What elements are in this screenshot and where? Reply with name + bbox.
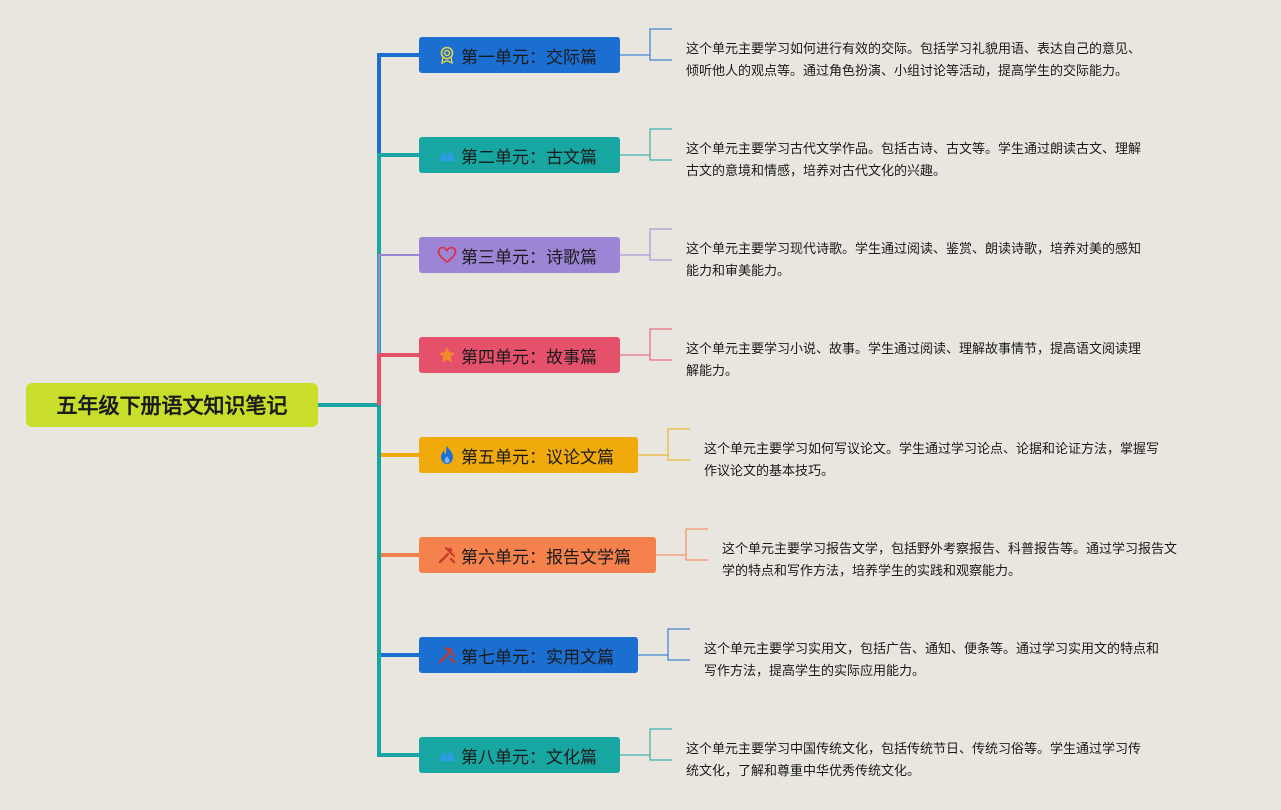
description-line: 写作方法，提高学生的实际应用能力。 <box>704 664 926 679</box>
unit-description: 这个单元主要学习中国传统文化，包括传统节日、传统习俗等。学生通过学习传统文化，了… <box>686 739 1186 783</box>
unit-node-3[interactable]: 第三单元：诗歌篇 <box>419 237 620 273</box>
unit-label: 第四单元：故事篇 <box>461 347 597 368</box>
root-title: 五年级下册语文知识笔记 <box>56 394 288 418</box>
unit-node-6[interactable]: 第六单元：报告文学篇 <box>419 537 656 573</box>
tools-icon <box>437 545 457 565</box>
branch-line <box>377 153 419 405</box>
description-line: 倾听他人的观点等。通过角色扮演、小组讨论等活动，提高学生的交际能力。 <box>686 64 1129 79</box>
description-line: 古文的意境和情感，培养对古代文化的兴趣。 <box>686 164 947 179</box>
heart-icon <box>437 245 457 265</box>
description-line: 这个单元主要学习小说、故事。学生通过阅读、理解故事情节，提高语文阅读理 <box>686 342 1142 357</box>
unit-label: 第八单元：文化篇 <box>461 747 597 768</box>
branch-line <box>377 353 419 405</box>
unit-node-4[interactable]: 第四单元：故事篇 <box>419 337 620 373</box>
flame-icon <box>437 445 457 465</box>
description-bracket <box>667 428 690 461</box>
unit-description: 这个单元主要学习现代诗歌。学生通过阅读、鉴赏、朗读诗歌，培养对美的感知能力和审美… <box>686 239 1186 283</box>
award-icon <box>437 45 457 65</box>
description-bracket <box>667 628 690 661</box>
unit-description: 这个单元主要学习实用文，包括广告、通知、便条等。通过学习实用文的特点和写作方法，… <box>704 639 1204 683</box>
mountain-icon <box>437 745 457 765</box>
unit-label: 第六单元：报告文学篇 <box>461 547 631 568</box>
branch-line <box>377 405 419 657</box>
description-bracket <box>649 728 672 761</box>
description-line: 这个单元主要学习如何写议论文。学生通过学习论点、论据和论证方法，掌握写 <box>704 442 1160 457</box>
description-bracket <box>649 28 672 61</box>
mountain-icon <box>437 145 457 165</box>
description-bracket <box>649 228 672 261</box>
description-line: 这个单元主要学习中国传统文化，包括传统节日、传统习俗等。学生通过学习传 <box>686 742 1142 757</box>
description-line: 能力和审美能力。 <box>686 264 791 279</box>
unit-label: 第三单元：诗歌篇 <box>461 247 597 268</box>
branch-line <box>377 53 419 405</box>
description-line: 这个单元主要学习如何进行有效的交际。包括学习礼貌用语、表达自己的意见、 <box>686 42 1142 57</box>
description-line: 这个单元主要学习报告文学，包括野外考察报告、科普报告等。通过学习报告文 <box>722 542 1178 557</box>
unit-node-7[interactable]: 第七单元：实用文篇 <box>419 637 638 673</box>
unit-node-2[interactable]: 第二单元：古文篇 <box>419 137 620 173</box>
unit-description: 这个单元主要学习古代文学作品。包括古诗、古文等。学生通过朗读古文、理解古文的意境… <box>686 139 1186 183</box>
unit-label: 第七单元：实用文篇 <box>461 647 614 668</box>
tools-icon <box>437 645 457 665</box>
unit-label: 第一单元：交际篇 <box>461 47 597 68</box>
description-line: 这个单元主要学习古代文学作品。包括古诗、古文等。学生通过朗读古文、理解 <box>686 142 1142 157</box>
star-icon <box>437 345 457 365</box>
description-bracket <box>685 528 708 561</box>
description-line: 这个单元主要学习实用文，包括广告、通知、便条等。通过学习实用文的特点和 <box>704 642 1160 657</box>
unit-node-1[interactable]: 第一单元：交际篇 <box>419 37 620 73</box>
branch-line <box>377 405 419 557</box>
branch-line <box>377 405 419 757</box>
branch-line <box>378 254 419 405</box>
unit-description: 这个单元主要学习如何写议论文。学生通过学习论点、论据和论证方法，掌握写作议论文的… <box>704 439 1204 483</box>
unit-description: 这个单元主要学习报告文学，包括野外考察报告、科普报告等。通过学习报告文学的特点和… <box>722 539 1222 583</box>
description-line: 作议论文的基本技巧。 <box>704 464 835 479</box>
root-topic[interactable]: 五年级下册语文知识笔记 <box>26 383 318 427</box>
description-bracket <box>649 328 672 361</box>
unit-description: 这个单元主要学习小说、故事。学生通过阅读、理解故事情节，提高语文阅读理解能力。 <box>686 339 1186 383</box>
description-bracket <box>649 128 672 161</box>
description-line: 这个单元主要学习现代诗歌。学生通过阅读、鉴赏、朗读诗歌，培养对美的感知 <box>686 242 1142 257</box>
description-line: 学的特点和写作方法，培养学生的实践和观察能力。 <box>722 564 1022 579</box>
unit-node-5[interactable]: 第五单元：议论文篇 <box>419 437 638 473</box>
description-line: 统文化，了解和尊重中华优秀传统文化。 <box>686 764 921 779</box>
unit-label: 第二单元：古文篇 <box>461 147 597 168</box>
unit-node-8[interactable]: 第八单元：文化篇 <box>419 737 620 773</box>
description-line: 解能力。 <box>686 364 739 379</box>
unit-description: 这个单元主要学习如何进行有效的交际。包括学习礼貌用语、表达自己的意见、倾听他人的… <box>686 39 1186 83</box>
branch-line <box>377 405 419 457</box>
unit-label: 第五单元：议论文篇 <box>461 447 614 468</box>
